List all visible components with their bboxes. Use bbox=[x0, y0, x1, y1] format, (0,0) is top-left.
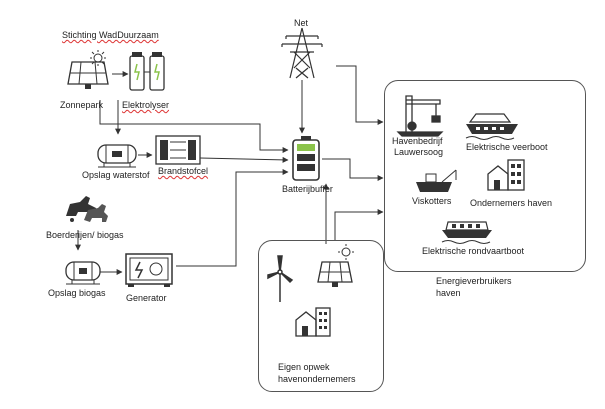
ondernemers-haven-label: Ondernemers haven bbox=[470, 198, 553, 208]
opslag-waterstof-label: Opslag waterstof bbox=[82, 170, 150, 180]
elektrische-veerboot-label: Elektrische veerboot bbox=[466, 142, 548, 152]
lauwersoog-label: Lauwersoog bbox=[394, 147, 444, 157]
generator-icon bbox=[125, 253, 173, 287]
viskotters-label: Viskotters bbox=[412, 196, 452, 206]
tour-boat-icon bbox=[441, 221, 492, 244]
power-pylon-icon bbox=[281, 27, 323, 79]
sun-icon bbox=[338, 244, 354, 260]
elektrische-rondvaartboot-label: Elektrische rondvaartboot bbox=[422, 246, 525, 256]
solar-panel-icon bbox=[67, 61, 109, 89]
battery-icon bbox=[292, 136, 320, 181]
wind-turbine-icon bbox=[267, 255, 294, 302]
eigen-opwek-group bbox=[258, 240, 384, 392]
fishing-boat-icon bbox=[416, 169, 457, 192]
energieverbruikers-haven-group bbox=[384, 80, 586, 272]
harbor-crane-icon bbox=[396, 95, 444, 137]
opslag-biogas-label: Opslag biogas bbox=[48, 288, 106, 298]
ferry-icon bbox=[465, 113, 518, 140]
boerderijen-label: Boerderijen/ biogas bbox=[46, 230, 124, 240]
farm-animals-icon bbox=[66, 196, 108, 222]
arrow-eigenopwek-to-verbruikers bbox=[334, 209, 384, 240]
zonnepark-label: Zonnepark bbox=[60, 100, 104, 110]
eigen-opwek-label-line1: Eigen opwek bbox=[278, 362, 330, 372]
stichting-label: Stichting WadDuurzaam bbox=[62, 30, 159, 40]
sun-icon bbox=[90, 50, 106, 66]
net-label: Net bbox=[294, 18, 309, 28]
buildings-icon bbox=[295, 307, 331, 337]
energieverbruikers-label-line2: haven bbox=[436, 288, 461, 298]
arrow-net-to-verbruikers bbox=[336, 65, 384, 125]
arrow-brandstofcel-to-batterij bbox=[199, 156, 289, 163]
elektrolyser-label: Elektrolyser bbox=[122, 100, 170, 110]
generator-label: Generator bbox=[126, 293, 167, 303]
arrow-zonnepark-to-batterij bbox=[99, 100, 289, 153]
eigen-opwek-label-line2: havenondernemers bbox=[278, 374, 356, 384]
connection-lines bbox=[75, 65, 384, 275]
arrow-batterij-to-verbruikers bbox=[322, 158, 384, 181]
storage-tank-icon bbox=[65, 261, 101, 285]
buildings-icon bbox=[487, 159, 525, 191]
storage-tank-icon bbox=[97, 144, 137, 168]
energieverbruikers-label-line1: Energieverbruikers bbox=[436, 276, 512, 286]
solar-panel-icon bbox=[317, 261, 353, 287]
brandstofcel-label: Brandstofcel bbox=[158, 166, 209, 176]
electrolyser-icon bbox=[129, 52, 165, 91]
arrow-generator-to-batterij bbox=[176, 169, 289, 267]
batterijbuffer-label: Batterijbuffer bbox=[282, 184, 333, 194]
havenbedrijf-label: Havenbedrijf bbox=[392, 136, 443, 146]
fuel-cell-icon bbox=[155, 135, 201, 165]
